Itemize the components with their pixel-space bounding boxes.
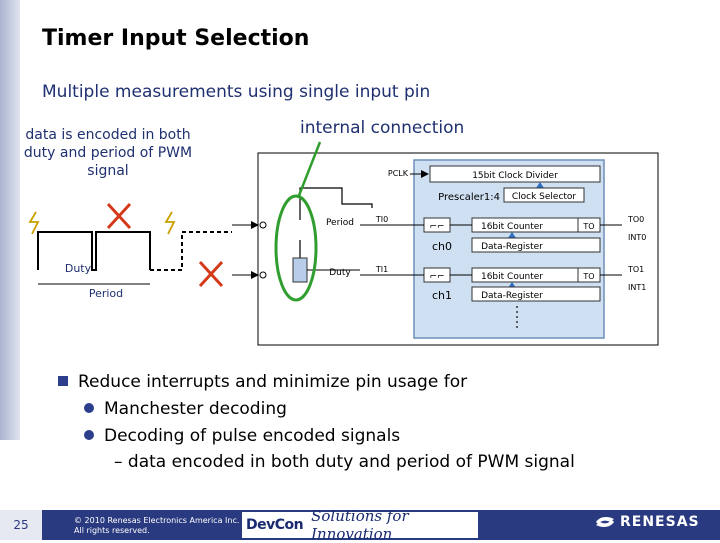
square-bullet-icon [58, 376, 68, 386]
internal-connection-pointer [296, 141, 322, 199]
clock-selector-box [503, 187, 585, 203]
red-x-icon [106, 202, 132, 230]
bullet-sub-item: – data encoded in both duty and period o… [114, 452, 575, 472]
left-decoration-strip [0, 0, 20, 440]
connection-frame [257, 152, 659, 346]
ch0-counter-label: 16bit Counter [481, 222, 543, 232]
ch1-counter-label: 16bit Counter [481, 272, 543, 282]
devcon-logo: DevCon [246, 517, 304, 533]
prescaler-label: Prescaler1:4 [438, 192, 500, 203]
duty-inner-label: Duty [329, 268, 351, 278]
input-buffer [292, 257, 308, 283]
edge-detector-icon: ⌐⌐ [429, 222, 444, 232]
ch0-label: ch0 [432, 240, 452, 253]
pwm-waveform [37, 231, 151, 271]
pclk-label: PCLK [388, 169, 409, 178]
ch1-data-register-box [471, 286, 601, 302]
slide-subtitle: Multiple measurements using single input… [42, 82, 431, 102]
page-number: 25 [0, 510, 42, 540]
int1-label: INT1 [628, 283, 646, 292]
timer-diagram: 15bit Clock Divider PCLK Prescaler1:4 Cl… [28, 141, 659, 346]
copyright: © 2010 Renesas Electronics America Inc. … [74, 516, 240, 535]
renesas-mark-icon [596, 517, 614, 527]
waveform-duty-label: Duty [65, 262, 92, 275]
bullet-item-1: Manchester decoding [84, 399, 287, 419]
ti0-label: TI0 [375, 215, 388, 224]
edge-detector-icon: ⌐⌐ [429, 272, 444, 282]
ch0-data-register-label: Data-Register [481, 242, 543, 252]
to0-label: TO0 [627, 215, 644, 224]
clock-selector-label: Clock Selector [512, 192, 577, 202]
ch1-to-label: TO [582, 272, 594, 281]
edge-spark-icon [28, 211, 40, 235]
renesas-logo: RENESAS [596, 514, 700, 530]
round-bullet-icon [84, 403, 94, 413]
ti1-label: TI1 [375, 265, 388, 274]
waveform-period-label: Period [89, 287, 123, 300]
bullet-item-2: Decoding of pulse encoded signals [84, 426, 400, 446]
clock-divider-box [429, 165, 601, 183]
ch1-data-register-label: Data-Register [481, 291, 543, 301]
encoding-note: data is encoded in both duty and period … [23, 127, 193, 179]
divider-down-arrow [536, 182, 544, 188]
devcon-banner: DevCon Solutions for Innovation [242, 507, 478, 543]
period-inner-label: Period [326, 218, 354, 228]
ch1-label: ch1 [432, 289, 452, 302]
int0-label: INT0 [628, 233, 646, 242]
edge-spark-icon [164, 211, 176, 235]
tagline: Solutions for Innovation [311, 507, 409, 543]
round-bullet-icon [84, 430, 94, 440]
clock-divider-label: 15bit Clock Divider [472, 171, 558, 181]
internal-connection-label: internal connection [300, 118, 465, 138]
red-x-icon [198, 260, 224, 288]
ch0-data-register-box [471, 237, 601, 253]
to1-label: TO1 [627, 265, 644, 274]
page-title: Timer Input Selection [42, 26, 310, 51]
bullet-main: Reduce interrupts and minimize pin usage… [58, 372, 467, 392]
ch0-to-label: TO [582, 222, 594, 231]
internal-connection-loop [274, 194, 318, 302]
